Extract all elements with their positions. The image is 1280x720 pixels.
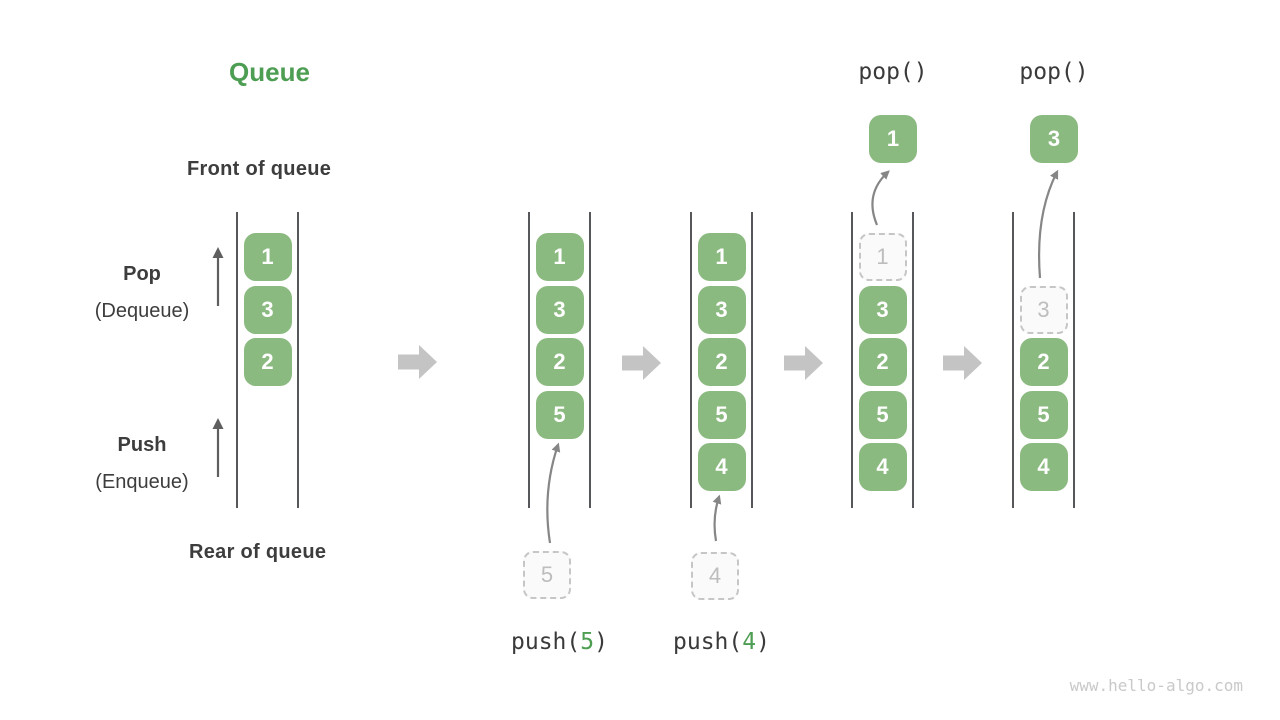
queue-state-3-cell-1: 1 [697,233,746,281]
push-text: push( [511,629,581,655]
queue-state-5-cell-4: 5 [1019,391,1068,439]
push-argument: 5 [580,629,595,655]
queue-state-1-cell-3: 2 [243,338,292,386]
push-text: push( [673,629,743,655]
queue-state-2-cell-2: 3 [535,286,584,334]
queue-state-5-cell-2: 3 [1019,286,1068,334]
popped-value-box: 1 [869,115,917,163]
queue-state-3-cell-5: 4 [697,443,746,491]
queue-state-4-cell-1: 1 [858,233,907,281]
queue-state-2-cell-1: 1 [535,233,584,281]
queue-state-4-cell-5: 4 [858,443,907,491]
queue-state-1-cell-2: 3 [243,286,292,334]
push-arrow-icon [546,442,561,544]
site-watermark: www.hello-algo.com [1069,676,1243,695]
push-operation-label: push(5) [460,629,660,655]
pop-label-group: Pop (Dequeue) [75,256,209,330]
pop-label: Pop [123,263,161,285]
queue-state-4-cell-2: 3 [858,286,907,334]
queue-state-3-cell-3: 2 [697,338,746,386]
queue-state-3-cell-4: 5 [697,391,746,439]
push-argument: 4 [742,629,757,655]
staged-value-box: 4 [691,552,739,600]
pop-arrow-icon [871,170,890,226]
popped-value-box: 3 [1030,115,1078,163]
queue-state-4-cell-3: 2 [858,338,907,386]
transition-arrow-icon [784,346,823,380]
transition-arrow-icon [943,346,982,380]
transition-arrow-icon [398,345,437,379]
diagram-title: Queue [229,57,310,87]
queue-state-1-cell-1: 1 [243,233,292,281]
push-label-group: Push (Enqueue) [75,427,209,501]
push-label: Push [117,434,167,456]
staged-value-box: 5 [523,551,571,599]
queue-state-5-cell-3: 2 [1019,338,1068,386]
dequeue-label: (Dequeue) [94,300,190,322]
rear-of-queue-label: Rear of queue [189,541,327,563]
queue-state-3-cell-2: 3 [697,286,746,334]
pop-arrow-icon [1037,169,1059,279]
transition-arrow-icon [622,346,661,380]
pop-operation-label: pop() [858,59,928,85]
queue-state-5-cell-5: 4 [1019,443,1068,491]
queue-state-4-cell-4: 5 [858,391,907,439]
push-text: ) [756,629,770,655]
pop-operation-label: pop() [1019,59,1089,85]
push-arrow-icon [712,494,722,542]
push-operation-label: push(4) [622,629,822,655]
push-text: ) [594,629,608,655]
front-of-queue-label: Front of queue [187,158,332,180]
enqueue-label: (Enqueue) [95,471,189,493]
queue-state-2-cell-4: 5 [535,391,584,439]
queue-state-2-cell-3: 2 [535,338,584,386]
